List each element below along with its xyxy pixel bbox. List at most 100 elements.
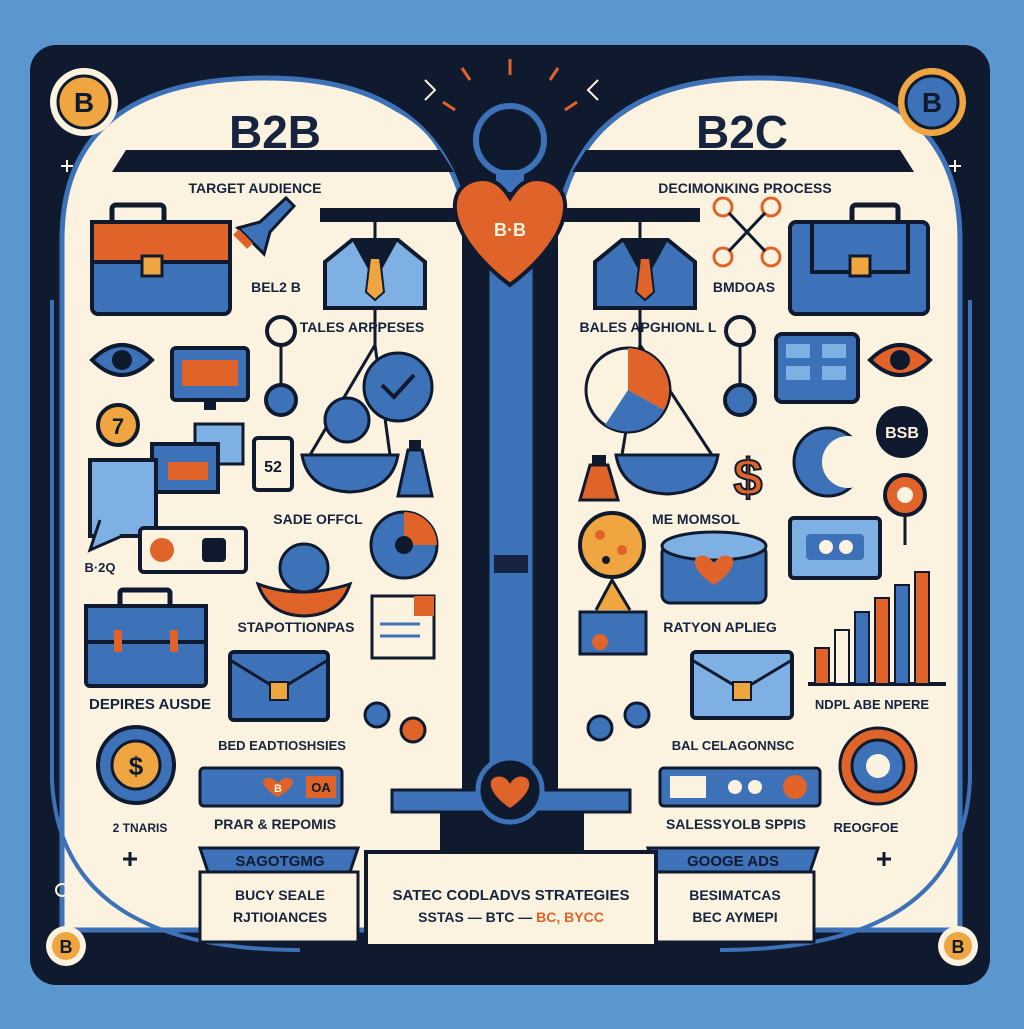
dollar-icon: $: [733, 448, 764, 508]
envelope-icon: [690, 650, 794, 720]
crescent-icon: [792, 426, 874, 498]
flask-icon: [578, 455, 620, 502]
left-label-tales: TALES ARPPESES: [300, 319, 424, 335]
flask-icon: [396, 440, 434, 498]
eye-icon: [89, 343, 155, 377]
right-header-title: B2C: [696, 106, 788, 158]
left-label-target: TARGET AUDIENCE: [189, 180, 322, 196]
briefcase-icon: [84, 587, 208, 688]
pin-icons: [363, 701, 427, 744]
right-label-memo: ME MOMSOL: [652, 511, 740, 527]
heart-tag-label: B: [274, 783, 282, 795]
eye-icon: [867, 343, 933, 377]
right-label-deci: DECIMONKING PROCESS: [658, 180, 831, 196]
heart-icon: [452, 177, 568, 288]
scale-pillar: [486, 228, 536, 792]
right-label-ndpl: NDPL ABE NPERE: [815, 697, 929, 712]
svg-text:52: 52: [264, 459, 282, 476]
left-label-stapo: STAPOTTIONPAS: [238, 619, 355, 635]
svg-text:B: B: [922, 87, 942, 118]
pen-icon: [233, 195, 297, 257]
toggle-bar: [658, 766, 822, 808]
right-label-bales: BALES APGHIONL L: [580, 319, 717, 335]
outer-arc-left: [50, 300, 301, 952]
bowl-icon: [255, 542, 353, 618]
left-header-band: [112, 150, 454, 172]
svg-text:B: B: [60, 937, 73, 957]
basket-icon: [578, 576, 648, 656]
svg-text:B: B: [74, 87, 94, 118]
left-label-sade: SADE OFFCL: [273, 511, 363, 527]
bsb-badge-icon: BSB: [876, 406, 928, 458]
card-icon: [788, 516, 882, 580]
briefcase-icon: [788, 202, 930, 316]
flower-badge-icon: [838, 726, 918, 806]
left-label-naris: 2 TNARIS: [113, 821, 168, 835]
seven-coin-icon: 7: [96, 403, 140, 447]
svg-text:BSB: BSB: [885, 425, 919, 442]
badge-top-left: B: [50, 68, 118, 136]
os-tag-label: OA: [311, 780, 331, 795]
badge-top-right: B: [898, 68, 966, 136]
svg-text:SSTAS — BTC — BC, BYCC: SSTAS — BTC — BC, BYCC: [418, 909, 604, 925]
svg-text:GOOGE ADS: GOOGE ADS: [687, 853, 779, 870]
badge-bottom-right: B: [938, 926, 978, 966]
badge-bottom-left: B: [46, 926, 86, 966]
svg-text:BUCY SEALE: BUCY SEALE: [235, 887, 325, 903]
briefcase-icon: [90, 202, 232, 316]
right-label-reog: REOGFOE: [833, 820, 898, 835]
tag-bar: B OA: [198, 766, 344, 808]
right-label-balcel: BAL CELAGONNSC: [672, 738, 795, 753]
network-icon: [723, 315, 757, 417]
base-heart-icon: [475, 755, 545, 825]
sparkle-decorations: [55, 79, 961, 897]
right-bottom-banner: GOOGE ADS BESIMATCAS BEC AYMEPI: [645, 846, 821, 944]
svg-text:$: $: [129, 751, 144, 781]
left-label-prar: PRAR & REPOMIS: [214, 816, 336, 832]
right-header-band: [572, 150, 914, 172]
left-bottom-banner: SAGOTGMG BUCY SEALE RJTIOIANCES: [197, 846, 361, 944]
network-icon: [264, 315, 298, 417]
pie-chart-icon: [369, 510, 439, 580]
gift-box-icon: [660, 530, 768, 605]
right-label-ratyon: RATYON APLIEG: [663, 619, 777, 635]
center-strategy-box: SATEC CODLADVS STRATEGIES SSTAS — BTC — …: [364, 850, 658, 948]
right-label-bmdoas: BMDOAS: [713, 279, 775, 295]
svg-text:BESIMATCAS: BESIMATCAS: [689, 887, 781, 903]
location-pin-icon: [883, 473, 927, 545]
outer-arc-right: [719, 300, 972, 952]
phone-icon: 52: [252, 436, 294, 492]
monitor-icon: [170, 346, 250, 410]
left-label-b2q: B·2Q: [84, 560, 115, 575]
card-icon: [138, 526, 248, 574]
bar-chart-icon: [808, 571, 946, 686]
dollar-coin-icon: $: [96, 725, 176, 805]
right-label-sales: SALESSYOLB SPPIS: [666, 816, 806, 832]
left-label-bel2b: BEL2 B: [251, 279, 301, 295]
left-label-depires: DEPIRES AUSDE: [89, 696, 211, 713]
chat-bubble-icon: [87, 422, 245, 553]
left-header-title: B2B: [229, 106, 321, 158]
left-header-cap: [122, 88, 446, 168]
document-icon: [370, 594, 436, 660]
svg-text:RJTIOIANCES: RJTIOIANCES: [233, 909, 327, 925]
svg-text:SATEC CODLADVS STRATEGIES: SATEC CODLADVS STRATEGIES: [393, 887, 630, 904]
envelope-icon: [228, 650, 330, 722]
right-scale-pan: [584, 222, 720, 496]
network-icon: [712, 196, 782, 268]
shirt-tie-icon: [323, 238, 427, 310]
left-scale-pan: [300, 222, 434, 494]
svg-text:$: $: [734, 449, 763, 507]
shirt-tie-icon: [593, 238, 697, 310]
svg-text:SAGOTGMG: SAGOTGMG: [235, 853, 324, 870]
svg-text:B: B: [952, 937, 965, 957]
pin-icons: [586, 701, 651, 742]
svg-text:7: 7: [112, 414, 124, 439]
svg-text:BEC AYMEPI: BEC AYMEPI: [692, 909, 777, 925]
app-grid-icon: [774, 332, 860, 404]
left-label-bed: BED EADTIOSHSIES: [218, 738, 346, 753]
scale-pillar-joint: [494, 555, 528, 573]
scale-heart-label: B·B: [494, 220, 526, 240]
